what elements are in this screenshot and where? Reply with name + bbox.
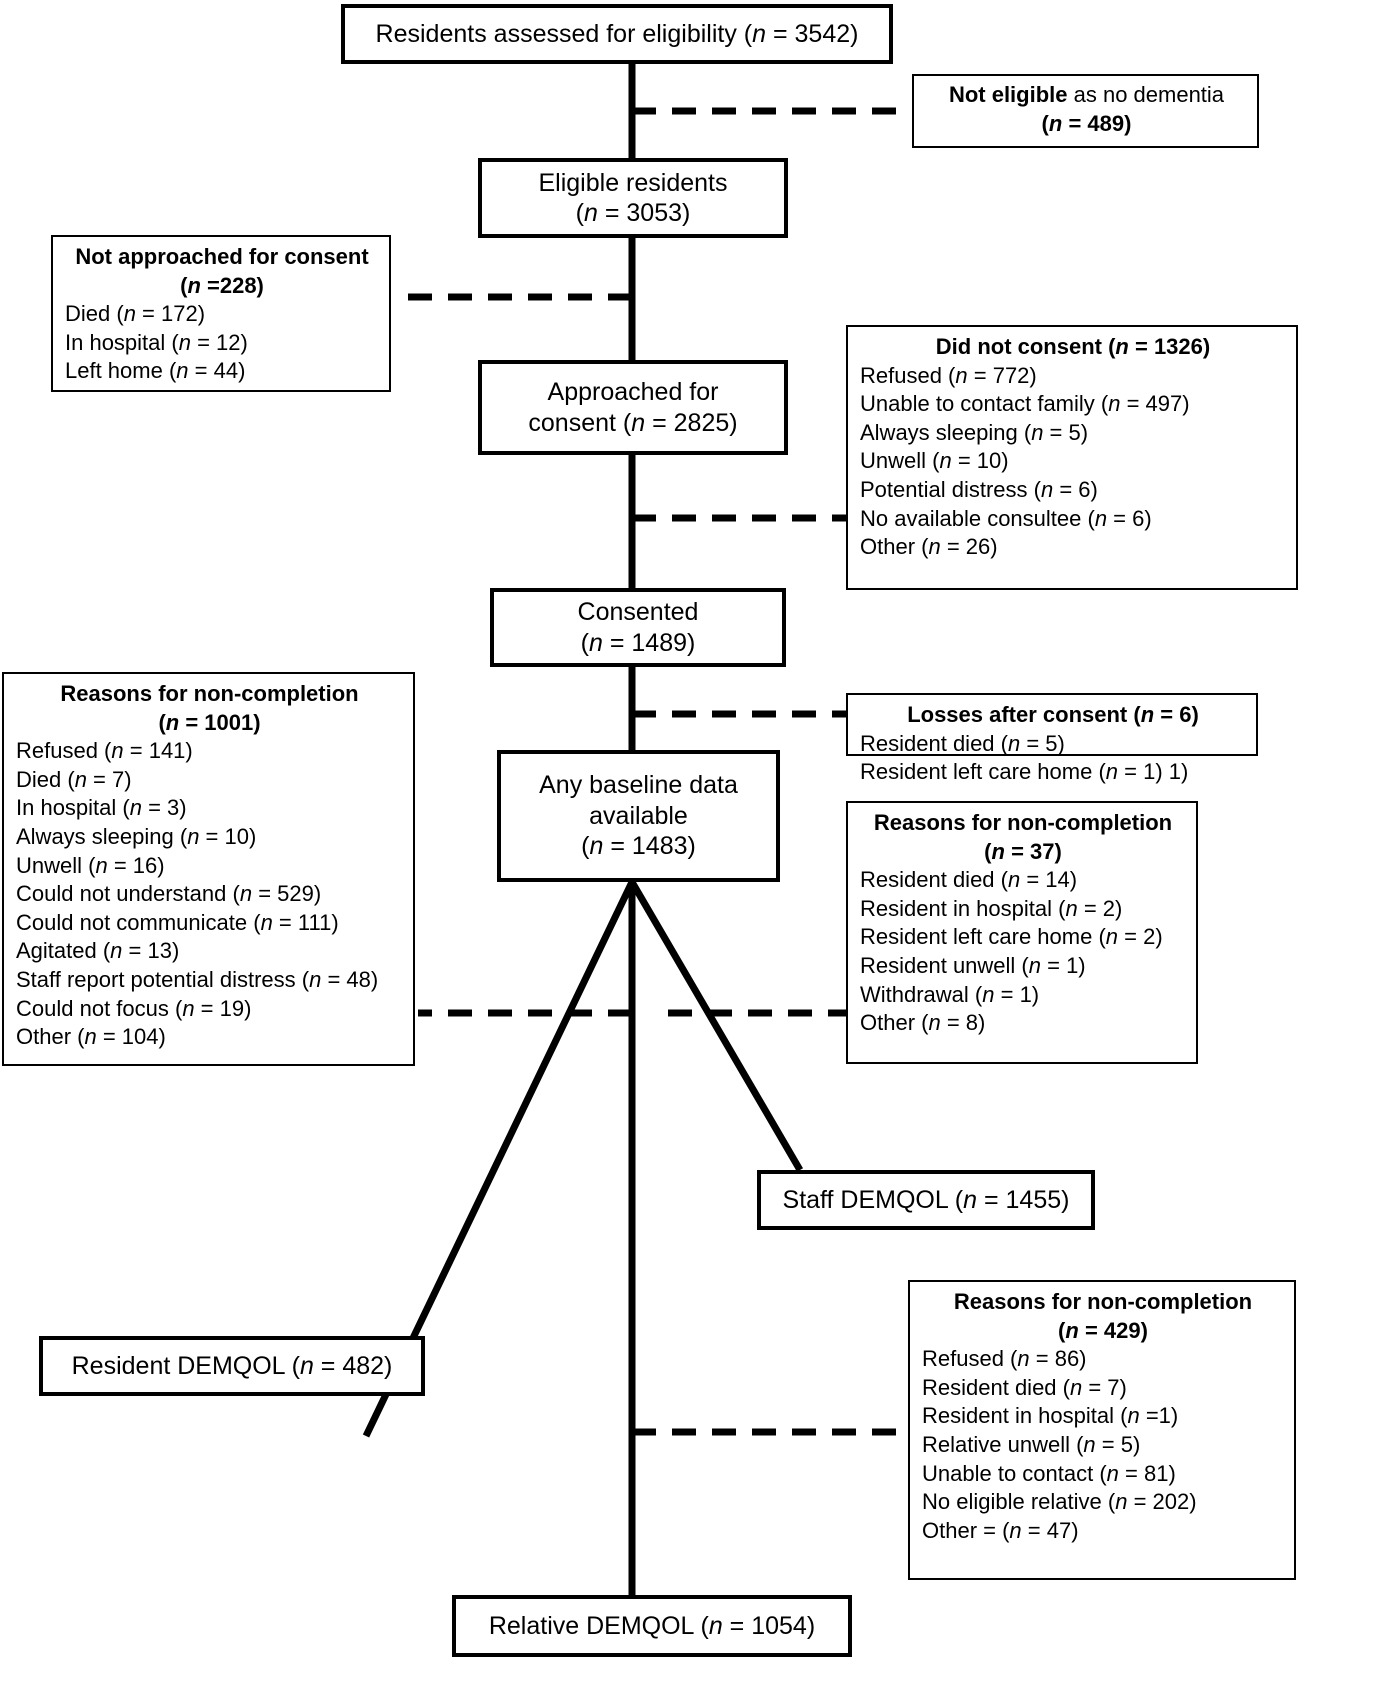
box-did-not-consent-item-0: Refused (n = 772) bbox=[860, 362, 1037, 388]
node-any-baseline-data-line1: Any baseline data bbox=[539, 771, 738, 800]
node-consented-line1: Consented bbox=[577, 598, 699, 626]
box-noncompletion-1001-header: Reasons for non-completion bbox=[60, 681, 359, 706]
box-did-not-consent-header: Did not consent (n = 1326) bbox=[935, 334, 1211, 359]
box-noncompletion-429-item-6: Other = (n = 47) bbox=[922, 1517, 1079, 1543]
box-noncompletion-429-item-2: Resident in hospital (n =1) bbox=[922, 1403, 1179, 1429]
box-noncompletion-1001-item-6: Could not communicate (n = 111) bbox=[16, 909, 339, 935]
box-noncompletion-429: Reasons for non-completion (n = 429) Ref… bbox=[908, 1280, 1296, 1580]
node-approached-for-consent-line2: consent (n = 2825) bbox=[528, 408, 738, 437]
box-noncompletion-37-item-4: Withdrawal (n = 1) bbox=[860, 981, 1040, 1007]
box-losses-after-consent-header: Losses after consent (n = 6) bbox=[907, 702, 1199, 727]
box-noncompletion-1001-item-3: Always sleeping (n = 10) bbox=[16, 823, 257, 849]
node-staff-demqol-line1: Staff DEMQOL (n = 1455) bbox=[782, 1185, 1070, 1214]
box-noncompletion-429-item-3: Relative unwell (n = 5) bbox=[922, 1431, 1141, 1457]
box-not-eligible: Not eligible as no dementia (n = 489) bbox=[912, 74, 1259, 148]
box-not-approached-item-2: Left home (n = 44) bbox=[65, 358, 246, 384]
box-did-not-consent-item-5: No available consultee (n = 6) bbox=[860, 505, 1152, 531]
box-did-not-consent-item-4: Potential distress (n = 6) bbox=[860, 476, 1098, 502]
box-noncompletion-1001-item-8: Staff report potential distress (n = 48) bbox=[16, 966, 379, 992]
box-not-approached: Not approached for consent (n =228) Died… bbox=[51, 235, 391, 392]
box-not-approached-header: Not approached for consent bbox=[75, 244, 369, 269]
box-noncompletion-429-count: (n = 429) bbox=[1058, 1317, 1148, 1343]
box-did-not-consent-item-2: Always sleeping (n = 5) bbox=[860, 419, 1089, 445]
box-noncompletion-429-item-1: Resident died (n = 7) bbox=[922, 1374, 1127, 1400]
box-noncompletion-1001-item-0: Refused (n = 141) bbox=[16, 738, 193, 764]
edge-baseline-to-staff-demqol bbox=[628, 880, 804, 1172]
box-not-eligible-header: Not eligible as no dementia bbox=[926, 81, 1247, 110]
box-noncompletion-429-header: Reasons for non-completion bbox=[953, 1289, 1253, 1314]
box-noncompletion-1001-item-4: Unwell (n = 16) bbox=[16, 852, 165, 878]
box-did-not-consent-item-6: Other (n = 26) bbox=[860, 534, 998, 560]
box-noncompletion-1001-item-7: Agitated (n = 13) bbox=[16, 938, 180, 964]
box-not-approached-count: (n =228) bbox=[180, 272, 264, 298]
node-relative-demqol-line1: Relative DEMQOL (n = 1054) bbox=[488, 1611, 816, 1640]
node-staff-demqol: Staff DEMQOL (n = 1455) bbox=[757, 1170, 1095, 1230]
box-not-eligible-header-bold: Not eligible bbox=[948, 82, 1068, 108]
box-did-not-consent-item-3: Unwell (n = 10) bbox=[860, 448, 1009, 474]
box-losses-after-consent-item-0: Resident died (n = 5) bbox=[860, 730, 1065, 756]
node-resident-demqol-line1: Resident DEMQOL (n = 482) bbox=[71, 1351, 393, 1380]
box-noncompletion-1001-item-10: Other (n = 104) bbox=[16, 1024, 166, 1050]
box-noncompletion-1001-item-5: Could not understand (n = 529) bbox=[16, 881, 322, 907]
box-noncompletion-429-item-4: Unable to contact (n = 81) bbox=[922, 1460, 1176, 1486]
box-noncompletion-1001-item-9: Could not focus (n = 19) bbox=[16, 995, 252, 1021]
node-eligible-residents-line1: Eligible residents bbox=[538, 168, 728, 197]
node-eligible-residents: Eligible residents (n = 3053) bbox=[478, 158, 788, 238]
box-did-not-consent: Did not consent (n = 1326) Refused (n = … bbox=[846, 325, 1298, 590]
box-noncompletion-37-item-3: Resident unwell (n = 1) bbox=[860, 952, 1086, 978]
node-any-baseline-data-line2: available bbox=[589, 801, 688, 830]
box-noncompletion-37-item-5: Other (n = 8) bbox=[860, 1010, 986, 1036]
box-noncompletion-1001-item-1: Died (n = 7) bbox=[16, 766, 132, 792]
box-not-approached-item-0: Died (n = 172) bbox=[65, 301, 206, 327]
box-noncompletion-1001: Reasons for non-completion (n = 1001) Re… bbox=[2, 672, 415, 1066]
box-noncompletion-37: Reasons for non-completion (n = 37) Resi… bbox=[846, 801, 1198, 1064]
node-any-baseline-data-line3: (n = 1483) bbox=[581, 832, 696, 861]
box-did-not-consent-item-1: Unable to contact family (n = 497) bbox=[860, 391, 1190, 417]
box-noncompletion-37-item-1: Resident in hospital (n = 2) bbox=[860, 895, 1123, 921]
node-approached-for-consent-line1: Approached for bbox=[547, 378, 719, 406]
box-losses-after-consent-item-1: Resident left care home (n = 1) 1) bbox=[860, 759, 1189, 785]
box-noncompletion-37-item-0: Resident died (n = 14) bbox=[860, 867, 1078, 893]
node-resident-demqol: Resident DEMQOL (n = 482) bbox=[39, 1336, 425, 1396]
node-approached-for-consent: Approached for consent (n = 2825) bbox=[478, 360, 788, 455]
node-eligible-residents-line2: (n = 3053) bbox=[575, 199, 691, 227]
box-not-approached-item-1: In hospital (n = 12) bbox=[65, 329, 248, 355]
box-noncompletion-429-item-5: No eligible relative (n = 202) bbox=[922, 1489, 1197, 1515]
box-losses-after-consent: Losses after consent (n = 6) Resident di… bbox=[846, 693, 1258, 784]
box-noncompletion-37-header: Reasons for non-completion bbox=[873, 810, 1173, 835]
box-not-eligible-header-rest: as no dementia bbox=[1067, 82, 1225, 108]
node-residents-assessed: Residents assessed for eligibility (n = … bbox=[341, 4, 893, 64]
node-consented-line2: (n = 1489) bbox=[580, 628, 696, 657]
box-noncompletion-1001-count: (n = 1001) bbox=[158, 709, 261, 735]
box-noncompletion-1001-item-2: In hospital (n = 3) bbox=[16, 795, 187, 821]
node-consented: Consented (n = 1489) bbox=[490, 588, 786, 667]
box-noncompletion-37-item-2: Resident left care home (n = 2) bbox=[860, 924, 1163, 950]
node-any-baseline-data: Any baseline data available (n = 1483) bbox=[497, 750, 780, 882]
box-noncompletion-37-count: (n = 37) bbox=[984, 838, 1062, 864]
node-residents-assessed-line1: Residents assessed for eligibility (n = … bbox=[375, 19, 859, 48]
box-not-eligible-count: (n = 489) bbox=[1041, 111, 1132, 136]
box-noncompletion-429-item-0: Refused (n = 86) bbox=[922, 1346, 1087, 1372]
node-relative-demqol: Relative DEMQOL (n = 1054) bbox=[452, 1595, 852, 1657]
